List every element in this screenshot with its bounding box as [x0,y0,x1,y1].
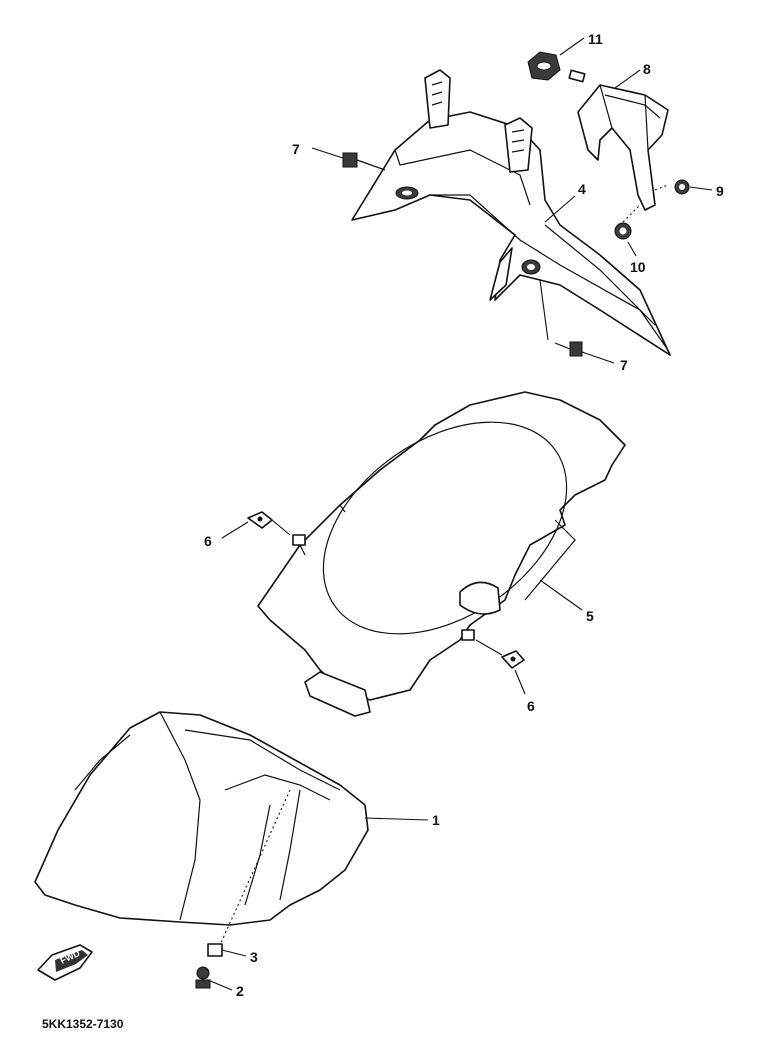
nut-part-9 [674,179,690,195]
grommet-part-11 [527,51,561,81]
callout-6-right: 6 [527,698,535,714]
callout-6-left: 6 [204,533,212,549]
bolt-part-7-upper [342,152,386,171]
diagram-code: 5KK1352-7130 [42,1017,124,1031]
callout-11: 11 [588,31,603,47]
callout-5: 5 [586,608,594,624]
callout-labels: 11 8 7 4 9 10 7 6 5 6 1 3 2 [204,31,724,999]
inner-fender-part-5 [257,391,626,717]
rear-fender-part-1 [34,711,369,926]
callout-7-lower: 7 [620,357,628,373]
callout-1: 1 [432,812,440,828]
fwd-arrow-icon: FWD [37,944,93,981]
clip-part-6-right [501,650,525,669]
rear-bracket-part-4 [351,69,671,356]
clip-part-6-left [247,511,273,529]
bolt-part-7-lower [554,341,583,357]
nut-part-10 [614,222,632,240]
callout-9: 9 [716,183,724,199]
callout-8: 8 [643,61,651,77]
screw-part-2 [195,966,211,989]
bracket-part-8 [568,69,669,211]
callout-7-upper: 7 [292,141,300,157]
callout-4: 4 [578,181,586,197]
callout-10: 10 [630,259,646,275]
callout-2: 2 [236,983,244,999]
nut-part-3 [207,943,223,957]
callout-3: 3 [250,949,258,965]
leader-lines [207,37,713,991]
